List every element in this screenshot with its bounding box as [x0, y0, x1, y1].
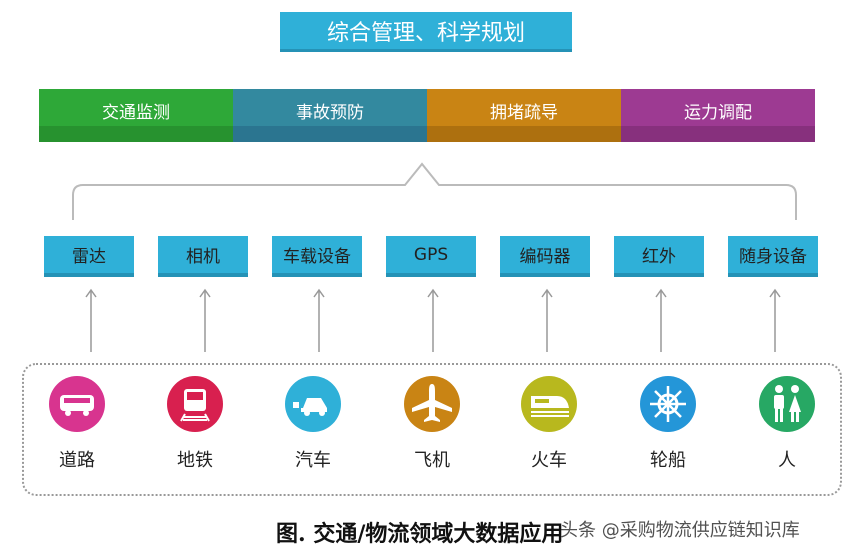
title-box: 综合管理、科学规划: [280, 12, 572, 52]
bracket: [72, 162, 797, 220]
transport-modes-box: [22, 363, 842, 496]
arrow-up-icon: [655, 288, 667, 352]
bus-icon: [49, 376, 105, 432]
arrow-up-icon: [427, 288, 439, 352]
category-3: 拥堵疏导: [427, 89, 621, 142]
sensor-box: 相机: [158, 236, 248, 277]
mode-label: 道路: [59, 450, 95, 471]
mode-label: 地铁: [177, 450, 213, 471]
arrow-up-icon: [769, 288, 781, 352]
sensor-box: 随身设备: [728, 236, 818, 277]
figure-caption: 图. 交通/物流领域大数据应用: [276, 521, 564, 547]
sensor-box: 编码器: [500, 236, 590, 277]
mode-label: 火车: [531, 450, 567, 471]
people-icon: [759, 376, 815, 432]
category-2: 事故预防: [233, 89, 427, 142]
sensor-box: 红外: [614, 236, 704, 277]
subway-icon: [167, 376, 223, 432]
watermark: 头条 @采购物流供应链知识库: [560, 520, 800, 541]
category-1: 交通监测: [39, 89, 233, 142]
arrow-up-icon: [199, 288, 211, 352]
sensor-box: 雷达: [44, 236, 134, 277]
sensor-box: 车载设备: [272, 236, 362, 277]
arrow-up-icon: [313, 288, 325, 352]
connectors: [72, 162, 797, 352]
arrow-up-icon: [541, 288, 553, 352]
mode-label: 汽车: [295, 450, 331, 471]
category-4: 运力调配: [621, 89, 815, 142]
sensor-box: GPS: [386, 236, 476, 277]
mode-label: 轮船: [650, 450, 686, 471]
mode-label: 飞机: [414, 450, 450, 471]
car-icon: [285, 376, 341, 432]
mode-label: 人: [778, 450, 796, 471]
ship-wheel-icon: [640, 376, 696, 432]
airplane-icon: [404, 376, 460, 432]
arrow-up-icon: [85, 288, 97, 352]
train-icon: [521, 376, 577, 432]
